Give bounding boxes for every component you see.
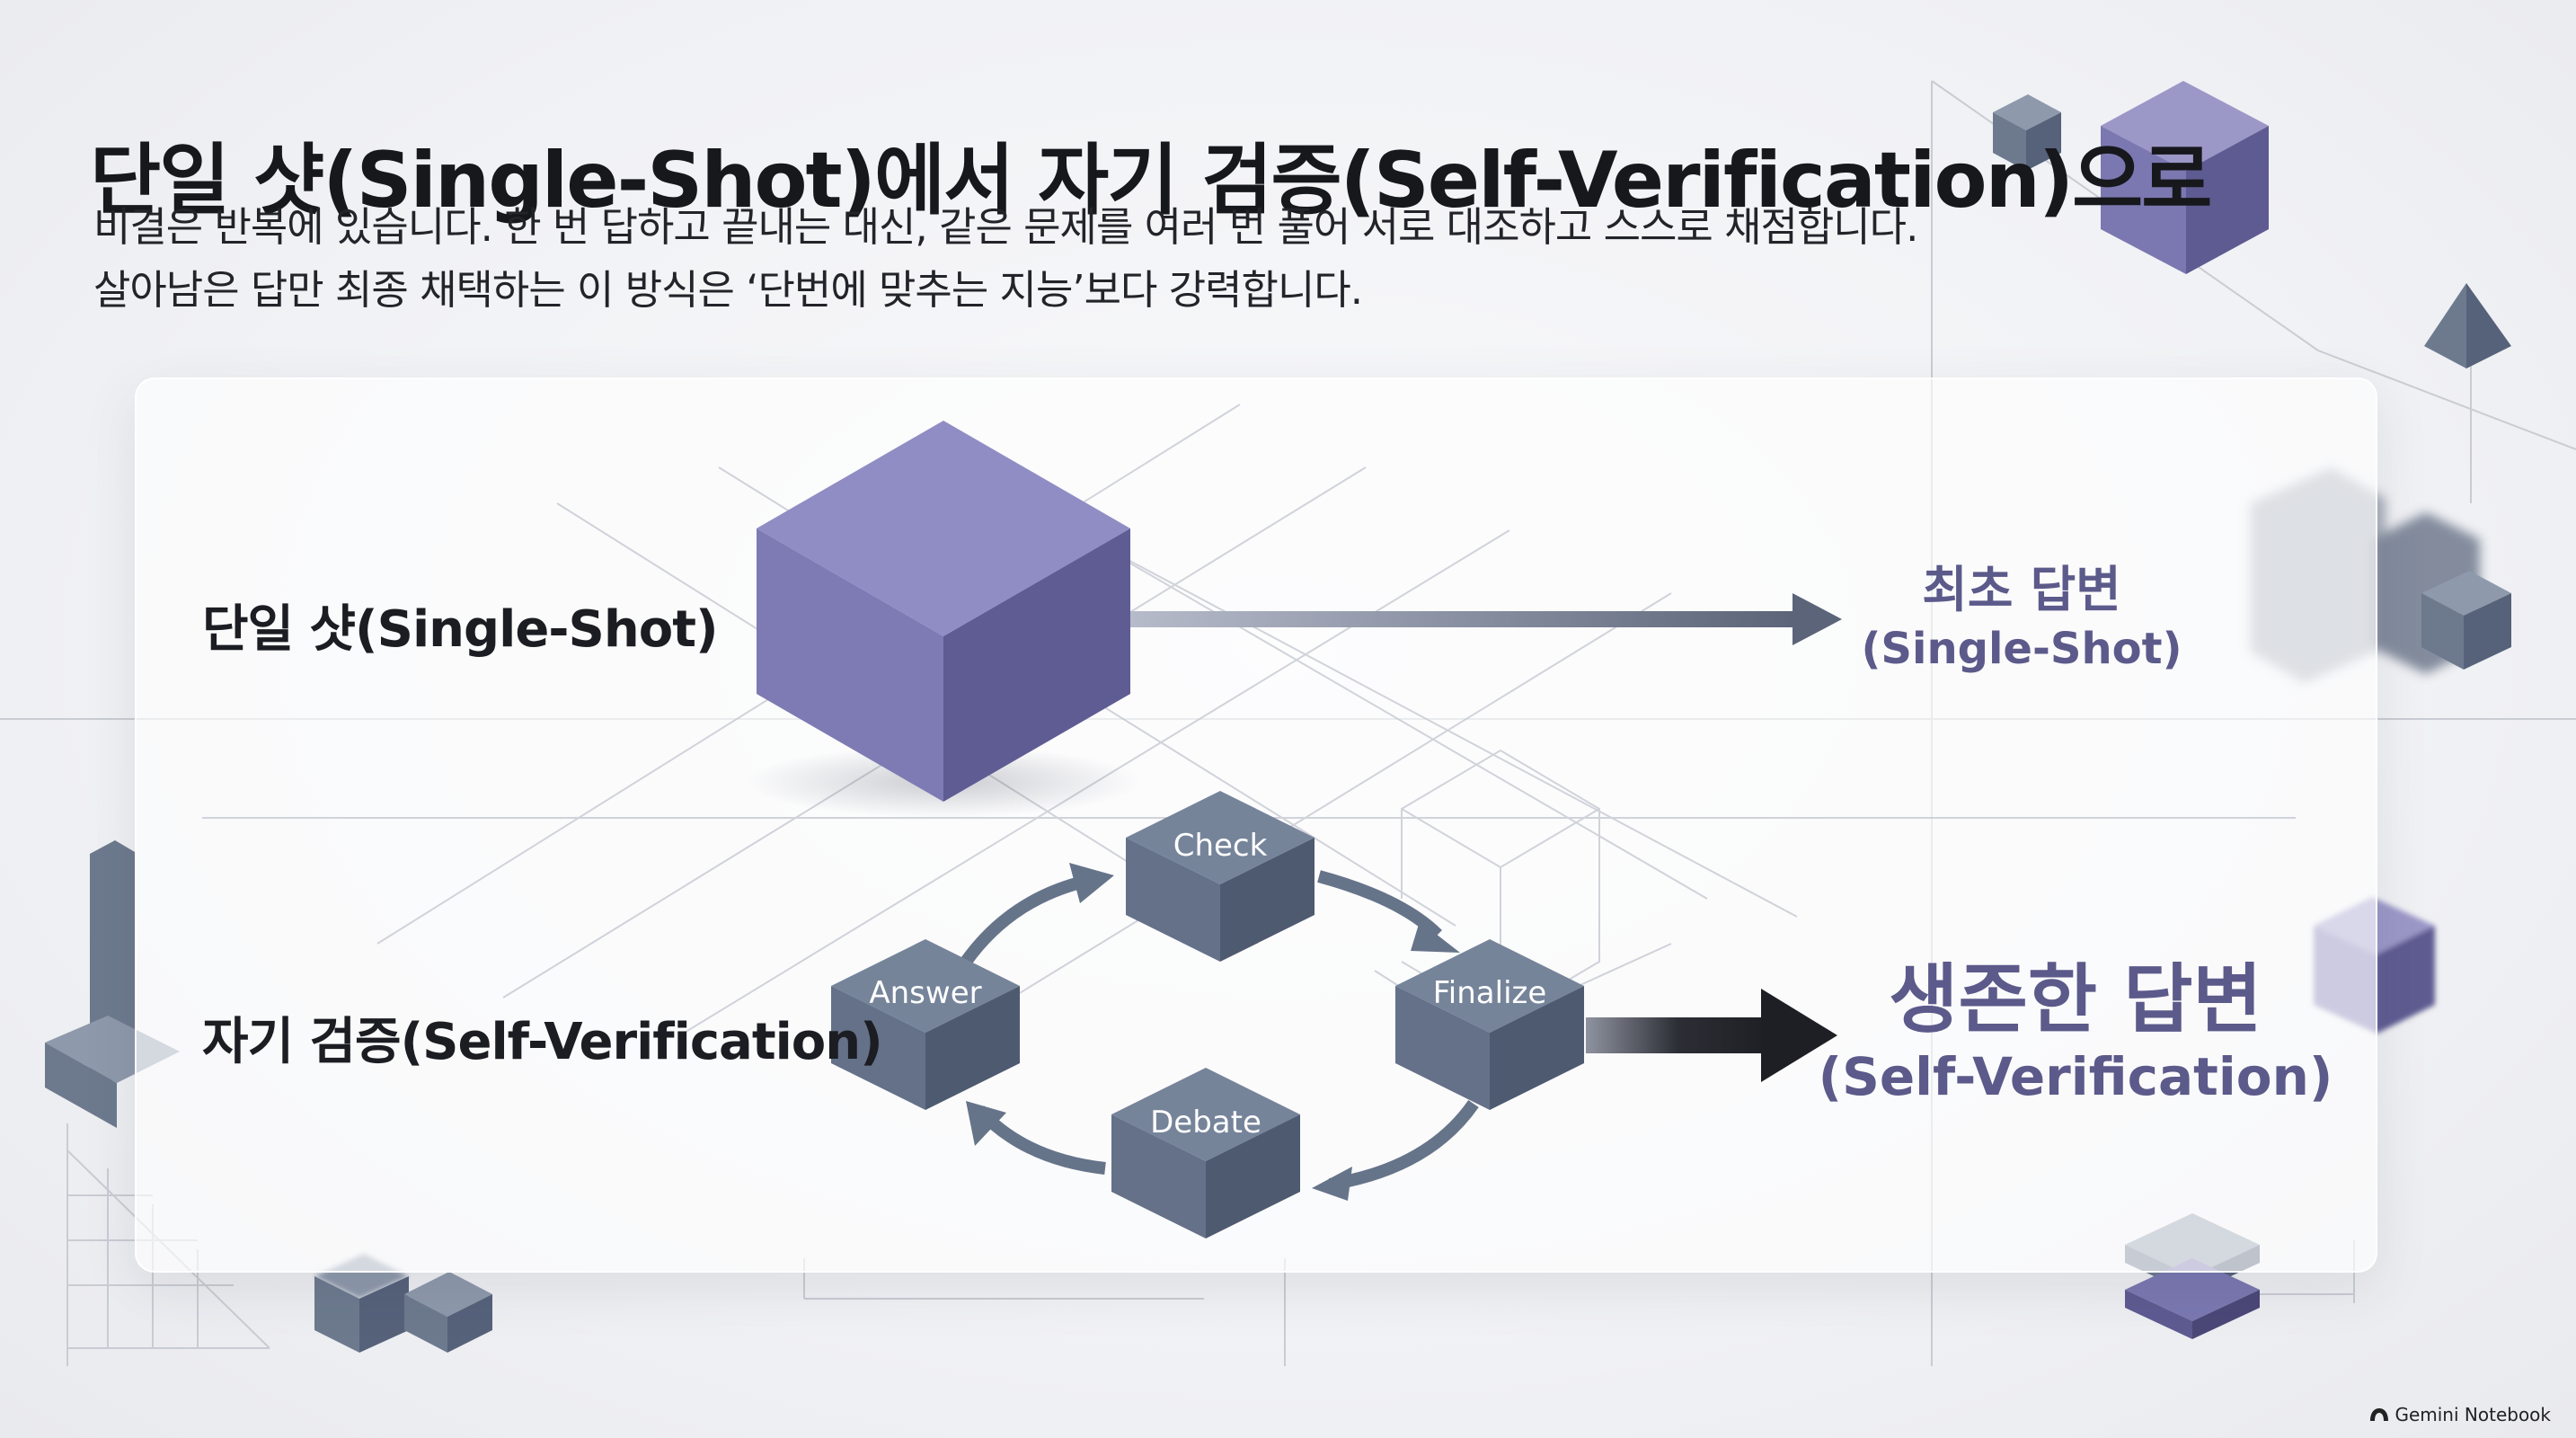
single-shot-result-subtitle: (Single-Shot) [1861,624,2182,674]
cycle-label-debate: Debate [1150,1105,1261,1141]
single-shot-result: 최초 답변 (Single-Shot) [1842,559,2201,678]
subtitle-line-1: 비결은 반복에 있습니다. 한 번 답하고 끝내는 대신, 같은 문제를 여러 … [93,203,1918,251]
cycle-cube-answer: Answer [831,939,1020,1110]
self-verification-result: 생존한 답변 (Self-Verification) [1815,954,2336,1109]
brand-name: Gemini Notebook [2395,1404,2551,1425]
self-verification-result-title: 생존한 답변 [1889,955,2262,1043]
cycle-label-check: Check [1173,828,1268,864]
deco-slate-cube-right [2421,571,2511,670]
cycle-arrow-answer-to-check [960,874,1089,966]
self-verification-result-subtitle: (Self-Verification) [1818,1046,2333,1107]
single-shot-label: 단일 샷(Single-Shot) [202,600,719,659]
single-shot-result-title: 최초 답변 [1922,561,2121,618]
single-shot-cube [757,421,1130,802]
cycle-label-answer: Answer [869,975,981,1011]
cycle-cube-check: Check [1126,791,1315,962]
cycle-cube-debate: Debate [1111,1068,1300,1238]
single-shot-arrow [1130,593,1842,645]
self-verification-label: 자기 검증(Self-Verification) [202,1013,883,1071]
deco-purple-cube-large [2101,81,2269,274]
brand-logo-icon [2370,1408,2389,1421]
cycle-cube-finalize: Finalize [1395,939,1584,1110]
page-subtitle: 비결은 반복에 있습니다. 한 번 답하고 끝내는 대신, 같은 문제를 여러 … [93,196,1980,322]
cycle-label-finalize: Finalize [1433,975,1547,1011]
page-title: 단일 샷(Single-Shot)에서 자기 검증(Self-Verificat… [90,135,2212,226]
brand-badge: Gemini Notebook [2369,1404,2551,1425]
self-verification-arrow [1586,989,1837,1082]
deco-slate-cube-small [1993,94,2061,171]
subtitle-line-2: 살아남은 답만 최종 채택하는 이 방식은 ‘단번에 맞추는 지능’보다 강력합… [93,266,1363,314]
cycle-arrow-finalize-to-debate [1328,1099,1479,1191]
deco-pyramid [2424,283,2511,368]
cycle-arrow-check-to-finalize [1317,870,1442,940]
